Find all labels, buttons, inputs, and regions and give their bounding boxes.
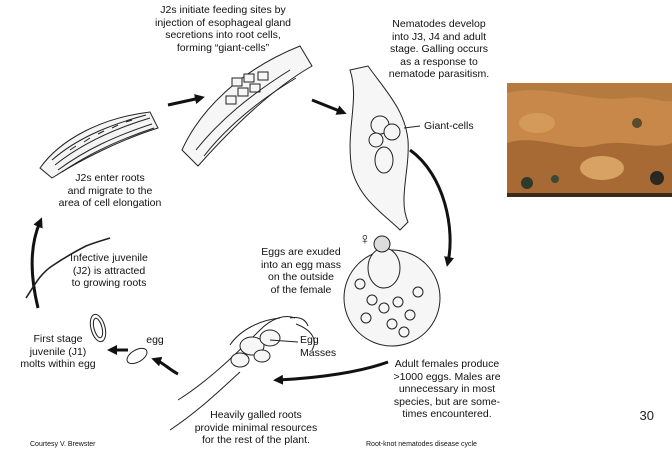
label-heavily-galled: Heavily galled roots provide minimal res…: [176, 409, 336, 447]
galled-root-photo: [507, 83, 672, 197]
label-adult-females: Adult females produce >1000 eggs. Males …: [382, 358, 512, 421]
caption-text: Root-knot nematodes disease cycle: [366, 441, 526, 449]
arrow-2: [312, 100, 342, 112]
label-j2-enter: J2s enter roots and migrate to the area …: [40, 172, 180, 210]
egg-illustration: [124, 345, 149, 366]
slide-number: 30: [640, 408, 654, 423]
credit-text: Courtesy V. Brewster: [30, 441, 120, 449]
feeding-site-illustration: [182, 46, 312, 166]
root-tip-illustration: [40, 112, 158, 178]
gall-illustration: [350, 66, 420, 230]
label-first-stage: First stage juvenile (J1) molts within e…: [8, 333, 108, 371]
female-egg-mass-illustration: [344, 236, 440, 346]
arrow-5: [156, 360, 178, 374]
arrow-7: [32, 222, 40, 308]
label-nematodes-develop: Nematodes develop into J3, J4 and adult …: [374, 18, 504, 81]
arrow-1: [168, 98, 200, 105]
female-symbol: ♀: [357, 232, 373, 248]
arrow-3: [410, 150, 450, 262]
label-eggs-exuded: Eggs are exuded into an egg mass on the …: [246, 246, 356, 296]
label-egg-masses: Egg Masses: [300, 334, 350, 359]
label-j2-initiate: J2s initiate feeding sites by injection …: [138, 4, 308, 54]
label-giant-cells: Giant-cells: [424, 120, 484, 133]
label-egg: egg: [140, 334, 170, 347]
label-infective-juvenile: Infective juvenile (J2) is attracted to …: [44, 252, 174, 290]
arrow-4: [278, 362, 388, 380]
